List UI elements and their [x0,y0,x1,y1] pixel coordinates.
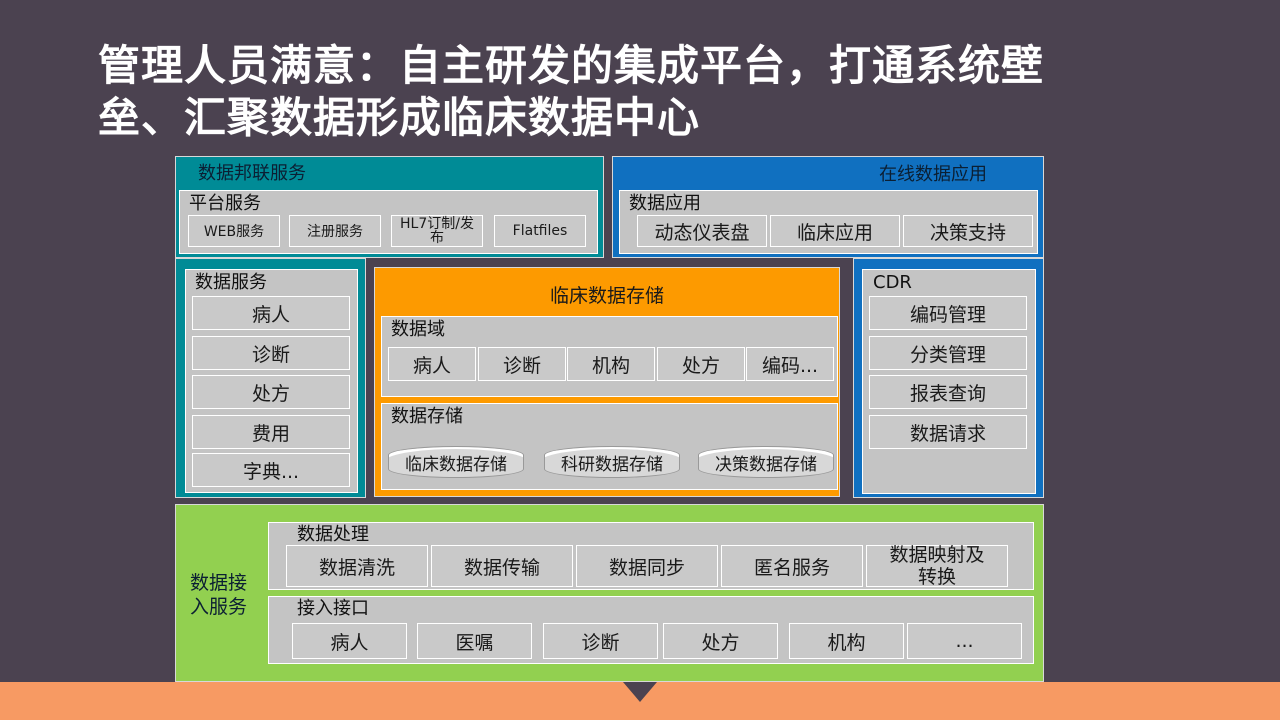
online-apps-panel: 在线数据应用 数据应用 动态仪表盘 临床应用 决策支持 [612,156,1044,258]
platform-service-label: 平台服务 [189,193,261,214]
decision-db-cylinder: 决策数据存储 [698,446,834,478]
cdr-group: CDR 编码管理 分类管理 报表查询 数据请求 [862,269,1036,494]
platform-service-group: 平台服务 WEB服务 注册服务 HL7订制/发布 Flatfiles [179,190,598,254]
data-storage-label: 数据存储 [391,406,463,427]
federation-label: 数据邦联服务 [198,163,306,184]
data-processing-group: 数据处理 数据清洗 数据传输 数据同步 匿名服务 数据映射及转换 [268,522,1034,590]
data-access-label: 数据接入服务 [190,572,248,618]
cdr-item-code-mgmt: 编码管理 [869,296,1027,330]
app-item-clinical: 临床应用 [770,215,900,247]
data-apps-label: 数据应用 [629,193,701,214]
iface-item-prescription: 处方 [663,623,778,659]
ds-item-dictionary: 字典... [192,453,350,487]
fed-item-hl7: HL7订制/发布 [391,215,483,247]
down-arrow-icon [623,682,657,702]
research-db-cylinder: 科研数据存储 [544,446,680,478]
data-domain-label: 数据域 [391,319,445,340]
title-line-2: 垒、汇聚数据形成临床数据中心 [98,93,701,142]
iface-item-patient: 病人 [292,623,407,659]
iface-item-org: 机构 [789,623,904,659]
data-storage-group: 数据存储 临床数据存储 科研数据存储 决策数据存储 [381,403,838,490]
cdr-item-report-query: 报表查询 [869,375,1027,409]
cdr-item-data-request: 数据请求 [869,415,1027,449]
iface-item-diagnosis: 诊断 [543,623,658,659]
proc-item-sync: 数据同步 [576,545,718,587]
domain-item-patient: 病人 [388,347,476,381]
domain-item-code: 编码... [746,347,834,381]
proc-item-mapping: 数据映射及转换 [866,544,1008,588]
data-service-panel: 数据服务 病人 诊断 处方 费用 字典... [175,258,366,498]
clinical-storage-label: 临床数据存储 [549,285,664,307]
iface-item-more: ... [907,623,1022,659]
proc-item-anonymize: 匿名服务 [721,545,863,587]
cdr-panel: CDR 编码管理 分类管理 报表查询 数据请求 [853,258,1044,498]
federation-panel: 数据邦联服务 平台服务 WEB服务 注册服务 HL7订制/发布 Flatfile… [175,156,604,258]
access-interface-label: 接入接口 [297,598,369,619]
domain-item-org: 机构 [567,347,655,381]
fed-item-web: WEB服务 [188,215,280,247]
fed-item-flatfiles: Flatfiles [494,215,586,247]
ds-item-prescription: 处方 [192,375,350,409]
proc-item-transfer: 数据传输 [431,545,573,587]
title-line-1: 管理人员满意：自主研发的集成平台，打通系统壁 [98,41,1045,90]
access-interface-group: 接入接口 病人 医嘱 诊断 处方 机构 ... [268,596,1034,664]
clinical-db-cylinder: 临床数据存储 [388,446,524,478]
app-item-decision: 决策支持 [903,215,1033,247]
ds-item-diagnosis: 诊断 [192,336,350,370]
domain-item-diagnosis: 诊断 [478,347,566,381]
iface-item-order: 医嘱 [417,623,532,659]
app-item-dashboard: 动态仪表盘 [637,215,767,247]
fed-item-register: 注册服务 [289,215,381,247]
domain-item-prescription: 处方 [657,347,745,381]
ds-item-fee: 费用 [192,415,350,449]
ds-item-patient: 病人 [192,296,350,330]
page-title: 管理人员满意：自主研发的集成平台，打通系统壁 垒、汇聚数据形成临床数据中心 [98,40,1218,144]
data-domain-group: 数据域 病人 诊断 机构 处方 编码... [381,316,838,397]
clinical-storage-panel: 临床数据存储 数据域 病人 诊断 机构 处方 编码... 数据存储 临床数据存储… [374,267,840,497]
proc-item-clean: 数据清洗 [286,545,428,587]
cdr-label: CDR [873,272,912,293]
data-service-label: 数据服务 [195,272,267,293]
cdr-item-category-mgmt: 分类管理 [869,336,1027,370]
data-apps-group: 数据应用 动态仪表盘 临床应用 决策支持 [619,190,1038,254]
data-processing-label: 数据处理 [297,524,369,545]
online-apps-label: 在线数据应用 [879,164,987,185]
data-service-group: 数据服务 病人 诊断 处方 费用 字典... [185,269,358,493]
data-access-panel: 数据接入服务 数据处理 数据清洗 数据传输 数据同步 匿名服务 数据映射及转换 … [175,504,1044,682]
